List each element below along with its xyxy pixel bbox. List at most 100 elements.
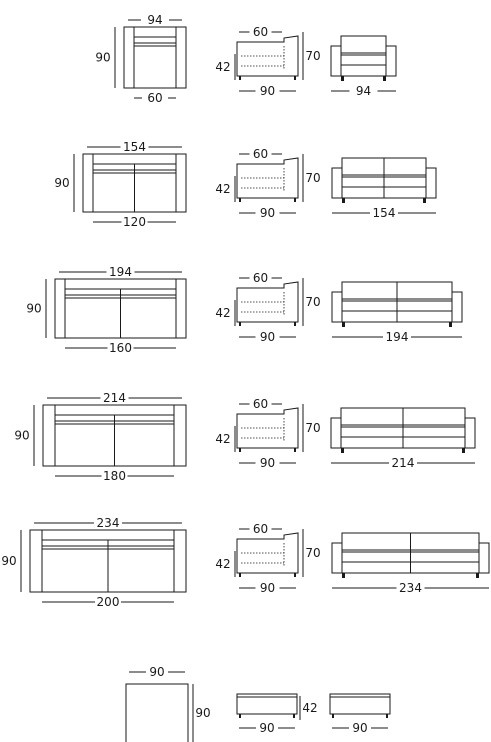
drawing-shape [476,573,479,578]
side-seat-height-label: 42 [215,306,230,320]
side-depth-label: 90 [260,581,275,595]
plan-view: 234 200 90 [1,516,187,609]
drawing-outline [236,407,299,449]
drawing-shape [239,714,241,718]
drawing-shape [294,573,296,577]
front-width-label: 234 [399,581,422,595]
drawing-shape [478,542,490,574]
plan-width-label: 154 [123,140,146,154]
side-depth-label: 90 [260,84,275,98]
plan-width-label: 94 [147,13,162,27]
drawing-shape [236,693,298,715]
side-seat-depth-label: 60 [253,271,268,285]
plan-depth-label: 90 [1,554,16,568]
plan-depth-label: 90 [26,302,41,316]
plan-view: 194 160 90 [26,265,187,355]
drawing-shape [293,714,295,718]
drawing-outline [236,532,299,574]
drawing-shape [239,448,241,452]
side-seat-depth-label: 60 [253,397,268,411]
ottoman-plan-width-label: 90 [149,665,164,679]
plan-depth-label: 90 [54,176,69,190]
front-view: 234 [331,532,490,595]
drawing-shape [342,322,345,327]
plan-width-label: 194 [109,265,132,279]
side-seat-height-label: 42 [215,60,230,74]
drawing-shape [330,417,342,449]
front-width-label: 94 [356,84,371,98]
side-depth-label: 90 [260,330,275,344]
drawing-outline [236,281,299,323]
front-width-label: 194 [386,330,409,344]
plan-depth-label: 90 [95,51,110,65]
plan-width-label: 234 [97,516,120,530]
plan-view: 214 180 90 [14,391,187,483]
drawing-shape [239,76,241,80]
drawing-shape [462,448,465,453]
drawing-shape [331,291,343,323]
drawing-shape [341,76,344,81]
front-view: 194 [331,281,463,344]
side-height-label: 70 [305,171,320,185]
drawing-shape [330,45,342,77]
side-height-label: 70 [305,49,320,63]
drawing-shape [385,45,397,77]
drawing-shape [294,322,296,326]
drawing-shape [294,448,296,452]
side-seat-height-label: 42 [215,557,230,571]
ottoman-height-label: 42 [302,701,317,715]
drawing-shape [331,542,343,574]
plan-seat-label: 180 [103,469,126,483]
plan-seat-label: 60 [147,91,162,105]
plan-width-label: 214 [103,391,126,405]
drawing-shape [341,448,344,453]
drawing-shape [239,198,241,202]
drawing-shape [340,35,387,77]
sofa-row-2: 154 120 90 60 42 70 90 154 [54,140,437,229]
side-seat-height-label: 42 [215,182,230,196]
drawing-shape [342,573,345,578]
side-seat-depth-label: 60 [253,147,268,161]
drawing-shape [383,76,386,81]
plan-view: 154 120 90 [54,140,187,229]
plan-seat-label: 160 [109,341,132,355]
ottoman-plan-depth-label: 90 [195,706,210,720]
front-view: 94 [330,35,397,98]
plan-seat-label: 120 [123,215,146,229]
drawing-outline [236,157,299,199]
drawing-shape [342,198,345,203]
plan-depth-label: 90 [14,429,29,443]
ottoman-plan-view: 90 90 [125,665,211,742]
side-height-label: 70 [305,546,320,560]
drawing-outline [236,35,299,77]
drawing-shape [239,573,241,577]
side-depth-label: 90 [260,206,275,220]
drawing-shape [425,167,437,199]
drawing-shape [386,714,388,718]
plan-seat-label: 200 [97,595,120,609]
drawing-shape [329,693,391,715]
side-view: 60 42 70 90 [215,147,320,220]
drawing-shape [464,417,476,449]
drawing-shape [123,26,187,89]
drawing-shape [294,198,296,202]
drawing-shape [239,322,241,326]
drawing-shape [294,76,296,80]
drawing-shape [451,291,463,323]
side-seat-height-label: 42 [215,432,230,446]
plan-view: 94 60 90 [95,13,187,105]
drawing-shape [332,714,334,718]
front-width-label: 214 [392,456,415,470]
side-depth-label: 90 [260,456,275,470]
front-width-label: 154 [373,206,396,220]
drawing-shape [449,322,452,327]
